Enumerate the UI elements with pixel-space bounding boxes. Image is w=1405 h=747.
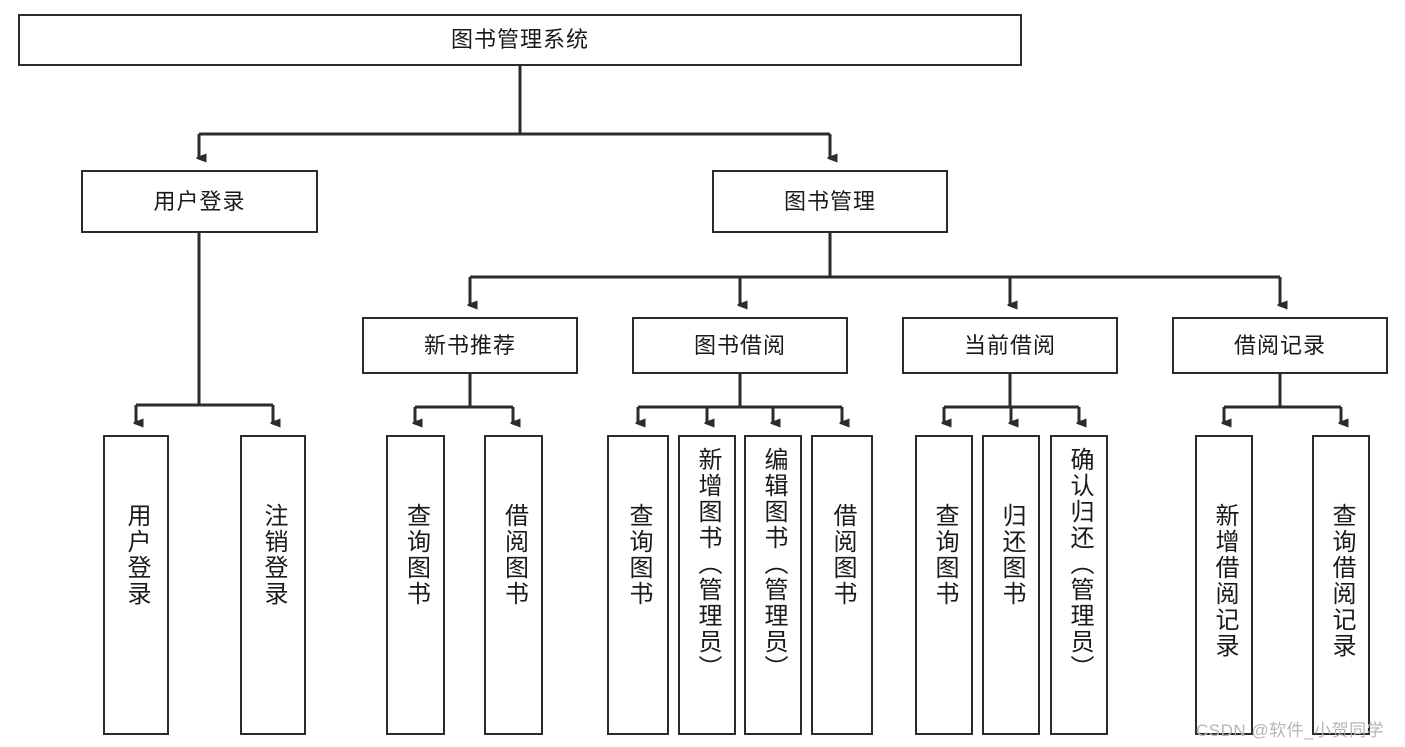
node-label: 借阅记录 (1233, 332, 1326, 358)
node-leaf-query-book-borrow[interactable]: 查询图书 (607, 435, 669, 735)
node-user-login[interactable]: 用户登录 (81, 170, 318, 233)
node-label: 查询图书 (624, 503, 652, 607)
node-label: 用户登录 (153, 188, 246, 214)
node-label: 编辑图书（管理员） (759, 447, 787, 681)
node-label: 注销登录 (259, 503, 287, 607)
node-label: 借阅图书 (828, 503, 856, 607)
node-label: 借阅图书 (500, 503, 528, 607)
node-label: 确认归还（管理员） (1065, 447, 1093, 681)
node-label: 新增借阅记录 (1210, 503, 1238, 659)
node-book-borrow[interactable]: 图书借阅 (632, 317, 848, 374)
node-label: 查询图书 (402, 503, 430, 607)
node-label: 查询借阅记录 (1327, 503, 1355, 659)
node-book-manage[interactable]: 图书管理 (712, 170, 948, 233)
node-leaf-user-logout[interactable]: 注销登录 (240, 435, 306, 735)
node-leaf-user-login[interactable]: 用户登录 (103, 435, 169, 735)
node-label: 查询图书 (930, 503, 958, 607)
node-label: 图书管理系统 (450, 27, 589, 53)
node-leaf-add-book-admin[interactable]: 新增图书（管理员） (678, 435, 736, 735)
node-leaf-confirm-return-admin[interactable]: 确认归还（管理员） (1050, 435, 1108, 735)
node-leaf-return-book[interactable]: 归还图书 (982, 435, 1040, 735)
node-leaf-query-book-current[interactable]: 查询图书 (915, 435, 973, 735)
node-new-book-recommend[interactable]: 新书推荐 (362, 317, 578, 374)
node-leaf-borrow-book[interactable]: 借阅图书 (811, 435, 873, 735)
node-leaf-borrow-book-recommend[interactable]: 借阅图书 (484, 435, 543, 735)
node-label: 新书推荐 (423, 332, 516, 358)
node-current-borrow[interactable]: 当前借阅 (902, 317, 1118, 374)
node-label: 当前借阅 (963, 332, 1056, 358)
node-label: 图书借阅 (693, 332, 786, 358)
node-label: 新增图书（管理员） (693, 447, 721, 681)
node-borrow-record[interactable]: 借阅记录 (1172, 317, 1388, 374)
node-leaf-edit-book-admin[interactable]: 编辑图书（管理员） (744, 435, 802, 735)
node-label: 图书管理 (783, 188, 876, 214)
node-leaf-query-borrow-record[interactable]: 查询借阅记录 (1312, 435, 1370, 735)
node-leaf-query-book-recommend[interactable]: 查询图书 (386, 435, 445, 735)
node-leaf-add-borrow-record[interactable]: 新增借阅记录 (1195, 435, 1253, 735)
node-root-system[interactable]: 图书管理系统 (18, 14, 1022, 66)
node-label: 归还图书 (997, 503, 1025, 607)
csdn-watermark: CSDN @软件_小贺同学 (1196, 721, 1385, 740)
node-label: 用户登录 (122, 503, 150, 607)
